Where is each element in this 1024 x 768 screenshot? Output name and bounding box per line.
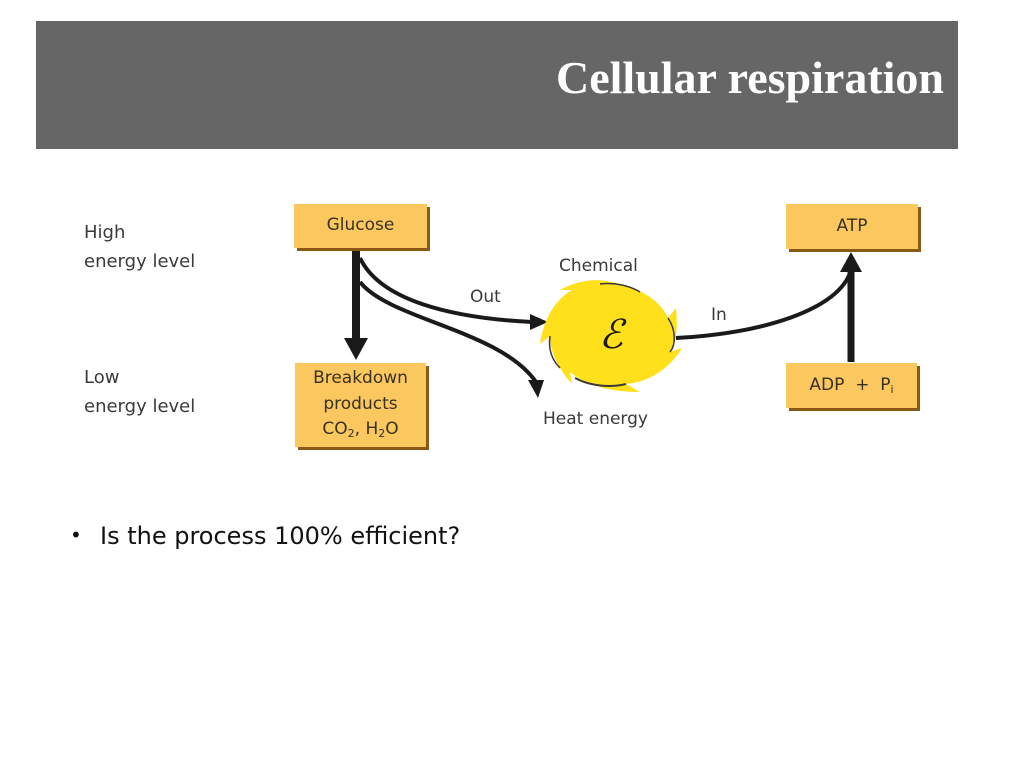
glucose-to-breakdown-arrow bbox=[344, 250, 368, 360]
h-text: , H bbox=[354, 419, 379, 439]
bullet-marker: • bbox=[70, 523, 82, 547]
high-label-line1: High bbox=[84, 222, 126, 243]
in-arrow bbox=[675, 269, 853, 340]
high-energy-level-label: High energy level bbox=[84, 218, 195, 276]
breakdown-line2: products bbox=[323, 393, 398, 414]
atp-box: ATP bbox=[786, 204, 918, 249]
glucose-box: Glucose bbox=[294, 204, 427, 248]
high-label-line2: energy level bbox=[84, 251, 196, 272]
out-arrow bbox=[358, 257, 533, 324]
energy-symbol: ℰ bbox=[599, 312, 627, 358]
in-label: In bbox=[711, 305, 727, 325]
out-arrow-head bbox=[530, 314, 548, 330]
title-bar: Cellular respiration bbox=[36, 21, 958, 149]
chemical-energy-burst-icon: ℰ bbox=[540, 280, 682, 392]
bullet-text: Is the process 100% efficient? bbox=[100, 522, 461, 550]
low-label-line1: Low bbox=[84, 367, 120, 388]
co-subscript: 2 bbox=[347, 427, 355, 440]
pi-subscript: i bbox=[890, 383, 894, 396]
co-text: CO bbox=[322, 419, 348, 439]
out-label: Out bbox=[470, 287, 501, 307]
adp-text: ADP + P bbox=[809, 375, 891, 395]
breakdown-formula: CO2, H2O bbox=[295, 417, 426, 443]
breakdown-products-box: Breakdown products CO2, H2O bbox=[295, 363, 426, 447]
h-subscript: 2 bbox=[378, 427, 386, 440]
slide-title: Cellular respiration bbox=[555, 52, 944, 103]
adp-pi-box: ADP + Pi bbox=[786, 363, 917, 408]
adp-to-atp-arrow bbox=[840, 252, 862, 362]
breakdown-line1: Breakdown bbox=[313, 368, 408, 388]
chemical-label: Chemical bbox=[559, 256, 638, 276]
heat-arrow-head bbox=[528, 380, 544, 398]
low-label-line2: energy level bbox=[84, 396, 196, 417]
bullet-item: • Is the process 100% efficient? bbox=[70, 522, 460, 550]
o-text: O bbox=[385, 419, 399, 439]
heat-energy-label: Heat energy bbox=[543, 409, 648, 429]
low-energy-level-label: Low energy level bbox=[84, 363, 195, 421]
